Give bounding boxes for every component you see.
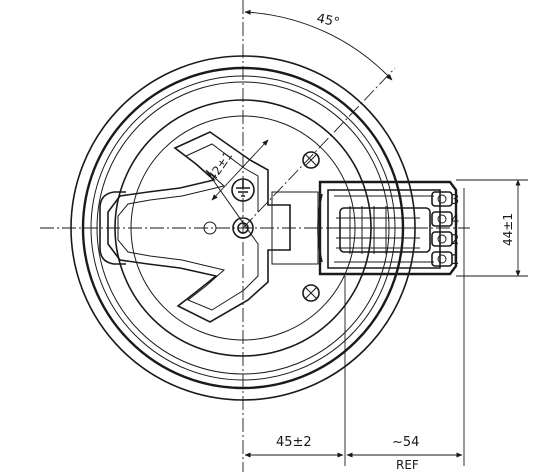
terminal-screws: 3 4 2 1 xyxy=(431,191,459,268)
angle-dimension: 45° xyxy=(244,9,393,81)
screw-top xyxy=(302,151,320,169)
terminal-3: 3 xyxy=(431,191,459,208)
screw-bottom xyxy=(302,284,320,302)
offset-dimension: 45±2 xyxy=(244,435,344,458)
length-label: ~54 xyxy=(392,435,419,450)
radius-label: 42±1 xyxy=(205,149,235,184)
terminal-2: 2 xyxy=(431,231,459,248)
angle-label: 45° xyxy=(315,11,341,30)
width-label: 44±1 xyxy=(501,213,515,246)
bottom-extension-lines xyxy=(344,188,465,466)
terminal-label-2: 2 xyxy=(451,233,459,248)
offset-label: 45±2 xyxy=(276,435,312,450)
terminal-4: 4 xyxy=(431,211,459,228)
radius-dimension: 42±1 xyxy=(205,139,269,201)
centre-lines xyxy=(40,0,470,472)
terminal-label-1: 1 xyxy=(451,253,459,268)
width-dimension: 44±1 xyxy=(456,179,528,277)
terminal-1: 1 xyxy=(431,251,459,268)
ref-note: REF xyxy=(396,458,419,472)
terminal-label-3: 3 xyxy=(451,193,459,208)
length-dimension: ~54 REF xyxy=(346,435,463,472)
terminal-block xyxy=(317,180,458,276)
terminal-label-4: 4 xyxy=(451,213,459,228)
